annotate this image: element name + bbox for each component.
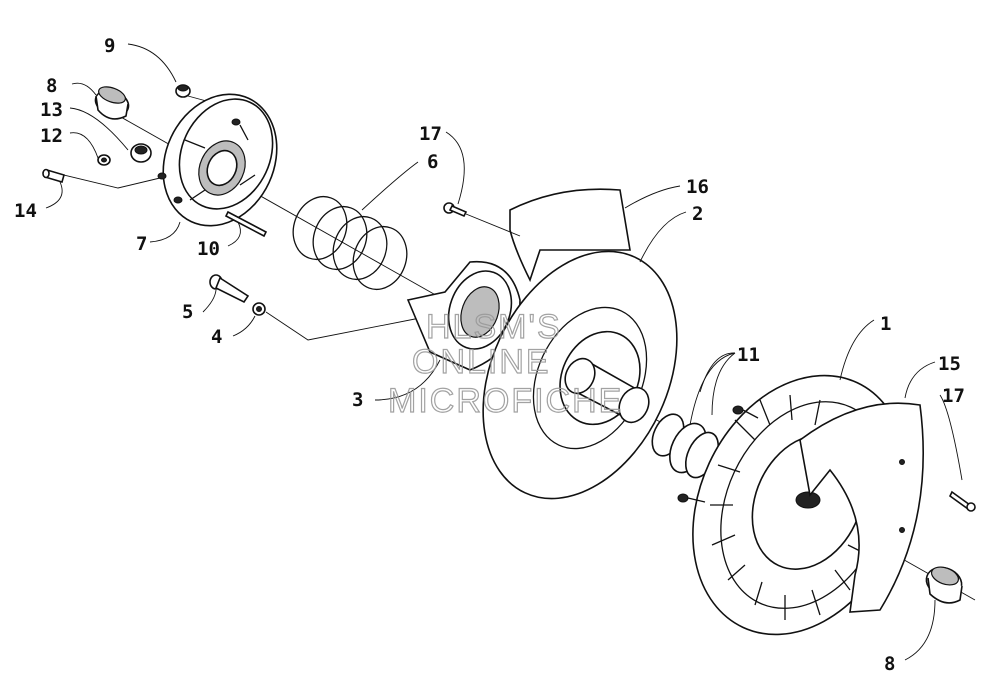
label-2: 2 — [692, 203, 703, 225]
part-17-screw-top — [443, 202, 521, 237]
part-11-rings — [651, 413, 720, 479]
label-17-right: 17 — [942, 385, 965, 407]
label-17-top: 17 — [419, 123, 442, 145]
label-11: 11 — [737, 344, 760, 366]
label-8-top: 8 — [46, 75, 57, 97]
part-3-cam — [406, 260, 521, 371]
watermark: HLSM'S ONLINE MICROFICHE — [387, 307, 623, 420]
part-13-spacer — [130, 143, 152, 163]
label-3: 3 — [352, 389, 363, 411]
part-12-washer — [97, 154, 111, 166]
part-5-bolt — [209, 274, 250, 304]
callout-labels: 9 8 13 12 14 7 10 5 4 3 6 17 16 2 11 1 1… — [14, 35, 965, 675]
leader-lines — [45, 43, 963, 661]
part-8-cap-top — [94, 86, 130, 120]
label-14: 14 — [14, 200, 37, 222]
label-9: 9 — [104, 35, 115, 57]
part-14-pin — [42, 168, 65, 183]
label-10: 10 — [197, 238, 220, 260]
label-8-bottom: 8 — [884, 653, 895, 675]
label-1: 1 — [880, 313, 891, 335]
label-6: 6 — [427, 151, 438, 173]
part-8-cap-bottom — [925, 566, 963, 604]
label-5: 5 — [182, 301, 193, 323]
part-6-spring — [292, 195, 408, 291]
label-13: 13 — [40, 99, 63, 121]
watermark-line-1: HLSM'S — [426, 308, 562, 346]
part-16-shield — [509, 188, 631, 283]
label-12: 12 — [40, 125, 63, 147]
watermark-line-2: ONLINE — [412, 343, 551, 381]
label-16: 16 — [686, 176, 709, 198]
label-15: 15 — [938, 353, 961, 375]
part-7-spider-plate — [157, 93, 278, 227]
part-17-screw-right — [948, 490, 976, 512]
watermark-line-3: MICROFICHE — [388, 382, 623, 420]
label-7: 7 — [136, 233, 147, 255]
part-2-sheave — [482, 250, 678, 500]
part-10-pin — [224, 210, 268, 238]
label-4: 4 — [211, 326, 222, 348]
part-15-shield — [799, 402, 924, 613]
part-4-nut — [252, 302, 266, 316]
